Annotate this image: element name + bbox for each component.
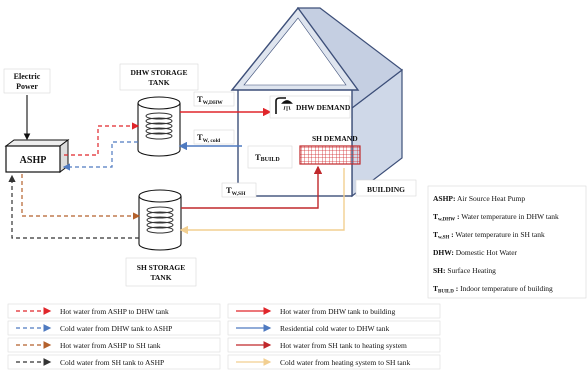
tw-dhw-sub: W,DHW [203, 100, 224, 106]
glossary-term: DHW [433, 248, 452, 257]
dhw-tank-label: DHW STORAGE TANK [119, 63, 199, 91]
sh-demand-box: SH DEMAND [299, 134, 361, 165]
svg-text:TW,DHW: TW,DHW [197, 94, 223, 106]
glossary-sep: : [451, 248, 454, 257]
tw-cold-label: TW, cold [193, 129, 235, 145]
tw-sh-sub: W,SH [232, 191, 246, 197]
svg-text:TW, cold: TW, cold [197, 132, 220, 144]
glossary-term-sub: w,DHW [438, 218, 455, 223]
dhw-tank-label-line1: DHW STORAGE [130, 68, 187, 77]
glossary-term: T [433, 230, 438, 239]
surface-heating-grid-icon [299, 145, 361, 165]
pipe-cold-sh-to-ashp [8, 174, 139, 239]
glossary-entry: SH: Surface Heating [433, 266, 496, 275]
tw-cold-main: T [197, 132, 203, 142]
dhw-storage-tank [137, 96, 181, 157]
legend-item-label: Hot water from DHW tank to building [280, 307, 396, 316]
glossary-term-sub: w,SH [438, 236, 449, 241]
glossary-desc: Water temperature in SH tank [454, 230, 545, 239]
tw-dhw-label: TW,DHW [193, 91, 235, 107]
glossary-entry: ASHP: Air Source Heat Pump [433, 194, 525, 203]
glossary-term: ASHP [433, 194, 453, 203]
sh-tank-label: SH STORAGE TANK [125, 257, 197, 287]
legend-item-label: Cold water from DHW tank to ASHP [60, 324, 172, 333]
glossary-sep: : [454, 284, 458, 293]
glossary-desc: Water temperature in DHW tank [459, 212, 559, 221]
glossary-entry: DHW: Domestic Hot Water [433, 248, 518, 257]
dhw-demand-label: DHW DEMAND [296, 103, 351, 112]
electric-power-line1: Electric [14, 72, 41, 81]
shower-icon [275, 97, 293, 114]
tw-dhw-main: T [197, 94, 203, 104]
sh-tank-label-line1: SH STORAGE [137, 263, 185, 272]
sh-tank-coil [146, 206, 174, 234]
glossary-entry: Tw,DHW : Water temperature in DHW tank [433, 212, 559, 223]
sh-tank-label-line2: TANK [150, 273, 171, 282]
dhw-demand-box: DHW DEMAND [269, 95, 351, 119]
legend-item-box [7, 354, 221, 370]
legend-item-box [7, 320, 221, 336]
glossary-desc: Air Source Heat Pump [456, 194, 526, 203]
pipe-hot-sh-to-heating [181, 165, 323, 209]
tw-cold-sub: W, cold [203, 138, 221, 144]
electric-power-label: Electric Power [3, 68, 51, 94]
legend-item-box [227, 354, 441, 370]
svg-text:TBUILD: TBUILD [255, 152, 280, 163]
glossary-sep: : [449, 230, 453, 239]
dhw-tank-coil [145, 112, 173, 140]
glossary-term: SH [433, 266, 443, 275]
tbuild-sub: BUILD [261, 157, 281, 163]
legend-item-label: Hot water from SH tank to heating system [280, 341, 407, 350]
building-house [230, 6, 403, 198]
pipe-hot-ashp-to-dhw [64, 122, 140, 156]
legend-item-box [227, 337, 441, 353]
legend-item-box [227, 320, 441, 336]
legend-item-label: Residential cold water to DHW tank [280, 324, 389, 333]
electric-power-line2: Power [16, 82, 38, 91]
pipe-hot-ashp-to-sh [21, 174, 141, 220]
legend-item-box [227, 303, 441, 319]
legend-item-label: Hot water from ASHP to DHW tank [60, 307, 169, 316]
glossary-entry: TBUILD : Indoor temperature of building [433, 284, 553, 295]
glossary-term: T [433, 212, 438, 221]
glossary-desc: Surface Heating [446, 266, 497, 275]
ashp-label: ASHP [20, 155, 47, 166]
glossary-sep: : [453, 194, 456, 203]
tw-sh-main: T [226, 185, 232, 195]
building-label: BUILDING [367, 185, 405, 194]
glossary-desc: Indoor temperature of building [458, 284, 553, 293]
ashp-unit: ASHP [4, 139, 70, 173]
sh-demand-label: SH DEMAND [312, 134, 358, 143]
glossary-desc: Domestic Hot Water [454, 248, 518, 257]
legend-item-label: Hot water from ASHP to SH tank [60, 341, 161, 350]
sh-storage-tank [138, 189, 182, 251]
legend-item-box [7, 303, 221, 319]
legend-item-label: Cold water from heating system to SH tan… [280, 358, 410, 367]
pipe-cold-heating-to-sh [179, 168, 345, 235]
legend-item-label: Cold water from SH tank to ASHP [60, 358, 164, 367]
glossary-term-sub: BUILD [438, 290, 454, 295]
dhw-tank-label-line2: TANK [148, 78, 169, 87]
pipe-cold-dhw-to-ashp [62, 141, 138, 171]
legend-item-box [7, 337, 221, 353]
svg-text:TW,SH: TW,SH [226, 185, 246, 197]
glossary-entry: Tw,SH : Water temperature in SH tank [433, 230, 545, 241]
glossary-sep: : [455, 212, 459, 221]
building-label-box: BUILDING [355, 179, 417, 197]
tbuild-label: TBUILD [247, 145, 293, 169]
glossary-term: T [433, 284, 438, 293]
house-gable-inner [243, 17, 347, 86]
tbuild-main: T [255, 152, 261, 162]
tw-sh-label: TW,SH [221, 182, 257, 198]
glossary-sep: : [443, 266, 446, 275]
